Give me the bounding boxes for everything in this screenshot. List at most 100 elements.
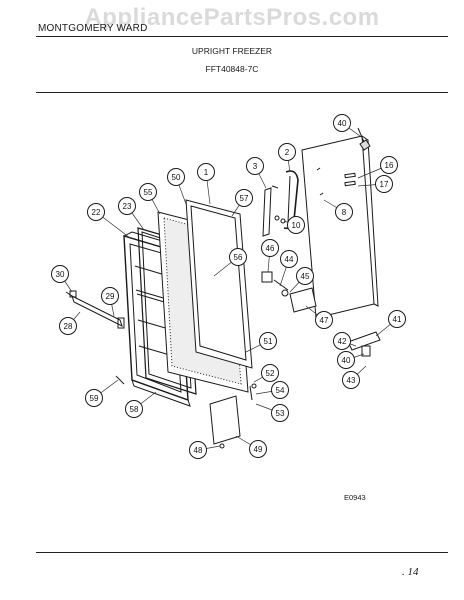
callout-p44: 44 bbox=[280, 250, 298, 268]
handle-bracket bbox=[262, 185, 279, 237]
callout-number: 3 bbox=[253, 162, 258, 171]
callout-circle bbox=[271, 381, 289, 399]
callout-number: 28 bbox=[64, 322, 73, 331]
callout-circle bbox=[271, 404, 289, 422]
callout-circle bbox=[296, 267, 314, 285]
callout-number: 23 bbox=[123, 202, 132, 211]
callout-p16: 16 bbox=[380, 156, 398, 174]
callout-p22: 22 bbox=[87, 203, 105, 221]
callout-number: 40 bbox=[338, 119, 347, 128]
callout-p17: 17 bbox=[375, 175, 393, 193]
door-liner bbox=[185, 199, 253, 369]
callout-p40b: 40 bbox=[337, 351, 355, 369]
callout-circle bbox=[280, 250, 298, 268]
callout-p49: 49 bbox=[249, 440, 267, 458]
top-divider bbox=[36, 92, 448, 93]
callout-number: 40 bbox=[342, 356, 351, 365]
callout-p48: 48 bbox=[189, 441, 207, 459]
callout-circle bbox=[259, 332, 277, 350]
callout-p23: 23 bbox=[118, 197, 136, 215]
callout-p10: 10 bbox=[287, 216, 305, 234]
callout-number: 10 bbox=[292, 221, 301, 230]
callout-p50: 50 bbox=[167, 168, 185, 186]
callout-p52: 52 bbox=[261, 364, 279, 382]
page-number: . 14 bbox=[402, 566, 419, 578]
callout-number: 57 bbox=[240, 194, 249, 203]
callout-circle bbox=[375, 175, 393, 193]
callout-number: 48 bbox=[194, 446, 203, 455]
callout-circle bbox=[261, 239, 279, 257]
callout-p43: 43 bbox=[342, 371, 360, 389]
callout-circle bbox=[101, 287, 119, 305]
callout-circle bbox=[333, 114, 351, 132]
callout-number: 30 bbox=[56, 270, 65, 279]
callout-circle bbox=[380, 156, 398, 174]
callout-circle bbox=[261, 364, 279, 382]
callout-number: 55 bbox=[144, 188, 153, 197]
callout-number: 53 bbox=[276, 409, 285, 418]
callout-circle bbox=[278, 143, 296, 161]
bottom-divider bbox=[36, 552, 448, 553]
callout-circle bbox=[287, 216, 305, 234]
callout-p53: 53 bbox=[271, 404, 289, 422]
callout-p59: 59 bbox=[85, 389, 103, 407]
header-divider bbox=[36, 36, 448, 37]
lower-hinge bbox=[347, 331, 381, 357]
callout-circle bbox=[197, 163, 215, 181]
callout-p40a: 40 bbox=[333, 114, 351, 132]
callout-p56: 56 bbox=[229, 248, 247, 266]
callout-circle bbox=[235, 189, 253, 207]
callout-circle bbox=[189, 441, 207, 459]
callout-circle bbox=[125, 400, 143, 418]
callout-p46: 46 bbox=[261, 239, 279, 257]
callout-number: 45 bbox=[301, 272, 310, 281]
screw-48 bbox=[219, 443, 225, 449]
callout-p58: 58 bbox=[125, 400, 143, 418]
callout-circle bbox=[315, 311, 333, 329]
callout-number: 41 bbox=[393, 315, 402, 324]
callout-circle bbox=[246, 157, 264, 175]
model-number: FFT40848-7C bbox=[205, 64, 259, 74]
callout-number: 51 bbox=[264, 337, 273, 346]
door-stop-59 bbox=[115, 375, 125, 385]
screws-10 bbox=[274, 215, 286, 224]
callout-circle bbox=[342, 371, 360, 389]
callout-number: 58 bbox=[130, 405, 139, 414]
callout-p28: 28 bbox=[59, 317, 77, 335]
callout-number: 44 bbox=[285, 255, 294, 264]
shelf-end-cap bbox=[69, 290, 77, 298]
callout-number: 16 bbox=[385, 161, 394, 170]
leveling-leg bbox=[249, 383, 257, 401]
callout-number: 43 bbox=[347, 376, 356, 385]
callout-circle bbox=[335, 203, 353, 221]
watermark: AppliancePartsPros.com bbox=[84, 4, 380, 31]
callout-p3: 3 bbox=[246, 157, 264, 175]
callout-number: 29 bbox=[106, 292, 115, 301]
callout-p55: 55 bbox=[139, 183, 157, 201]
callout-p2: 2 bbox=[278, 143, 296, 161]
callout-circle bbox=[249, 440, 267, 458]
callout-number: 59 bbox=[90, 394, 99, 403]
diagram-title: UPRIGHT FREEZER bbox=[191, 46, 273, 56]
callout-p8: 8 bbox=[335, 203, 353, 221]
callout-number: 56 bbox=[234, 253, 243, 262]
callout-number: 8 bbox=[342, 208, 347, 217]
callout-circle bbox=[139, 183, 157, 201]
callout-circle bbox=[118, 197, 136, 215]
callout-p41: 41 bbox=[388, 310, 406, 328]
diagram-reference: E0943 bbox=[344, 493, 366, 502]
callout-number: 54 bbox=[276, 386, 285, 395]
callout-p47: 47 bbox=[315, 311, 333, 329]
callout-circle bbox=[85, 389, 103, 407]
callout-number: 50 bbox=[172, 173, 181, 182]
callout-number: 42 bbox=[338, 337, 347, 346]
callout-circle bbox=[51, 265, 69, 283]
callout-circle bbox=[87, 203, 105, 221]
callout-circle bbox=[229, 248, 247, 266]
top-hinge-pin bbox=[357, 127, 371, 151]
callout-p54: 54 bbox=[271, 381, 289, 399]
toe-grille bbox=[209, 395, 241, 445]
callout-p29: 29 bbox=[101, 287, 119, 305]
